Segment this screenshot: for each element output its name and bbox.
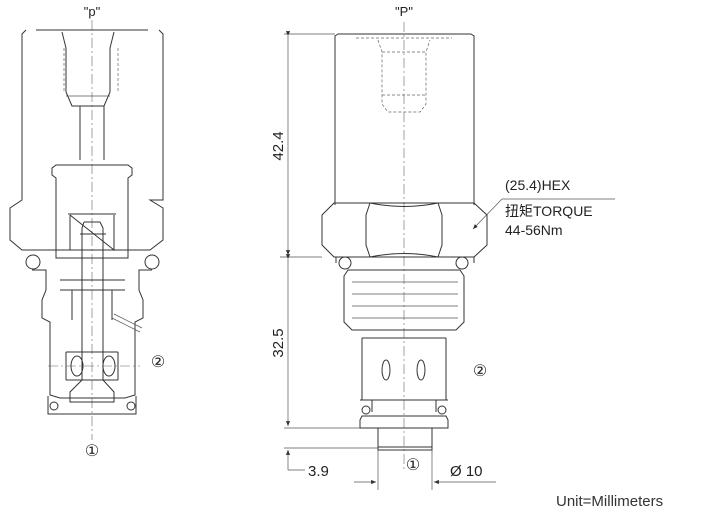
section-port-2-label: ② <box>151 354 165 371</box>
dim-42-4: 42.4 <box>270 131 287 160</box>
external-port-2-label: ② <box>473 363 487 380</box>
dim-diameter-10: Ø 10 <box>450 463 483 480</box>
dim-32-5: 32.5 <box>270 328 287 357</box>
torque-value: 44-56Nm <box>505 222 563 238</box>
torque-label: 扭矩TORQUE <box>505 203 593 219</box>
unit-note: Unit=Millimeters <box>556 493 664 510</box>
external-port-p-label: "P" <box>395 4 413 19</box>
hex-size-note: (25.4)HEX <box>505 177 571 193</box>
section-port-p-label: "p" <box>84 4 101 19</box>
dim-3-9: 3.9 <box>308 463 329 480</box>
section-port-1-label: ① <box>85 443 99 460</box>
section-view: "p" ② ① <box>9 4 165 460</box>
external-view: "P" 42.4 32.5 3.9 Ø 10 <box>270 4 615 490</box>
external-port-1-label: ① <box>406 457 420 474</box>
